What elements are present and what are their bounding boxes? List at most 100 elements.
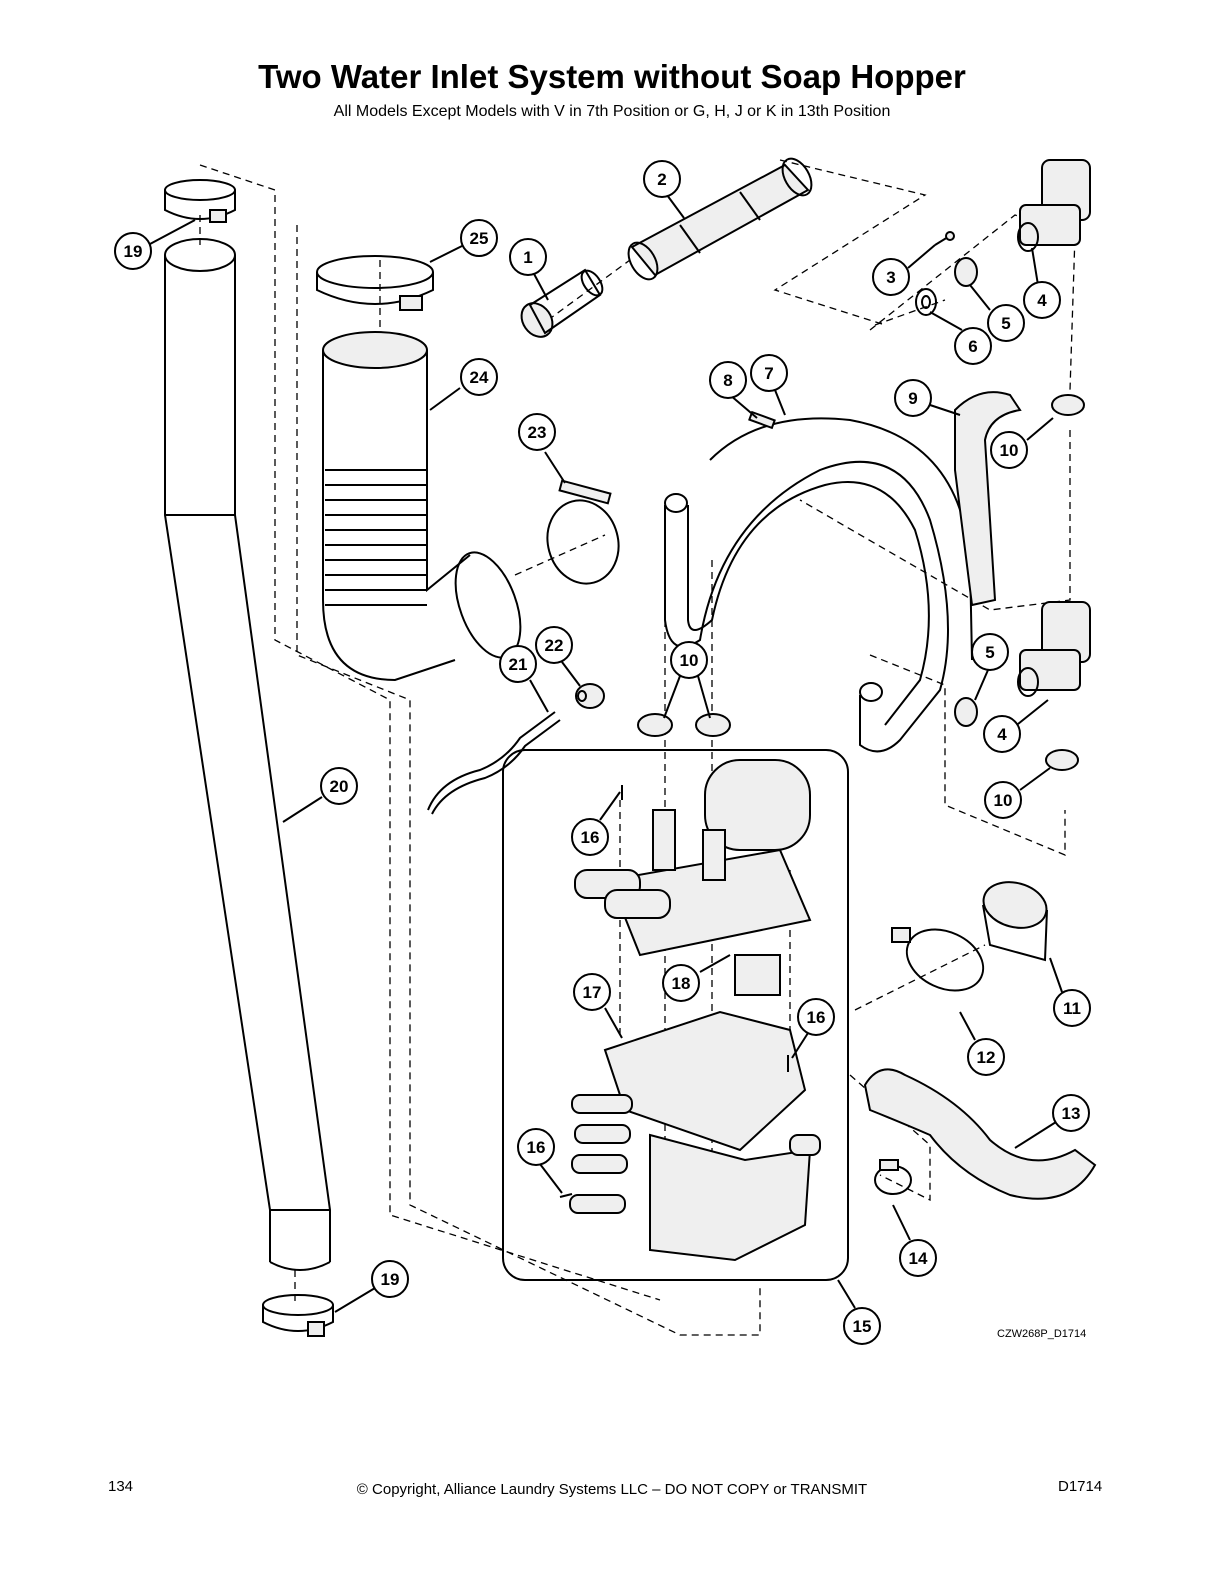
callout-10-c: 10 — [984, 781, 1022, 819]
svg-text:12: 12 — [977, 1048, 996, 1067]
coiled-hose-7 — [664, 417, 973, 753]
water-valve-4-top — [1017, 159, 1091, 252]
drain-hose-20 — [164, 238, 331, 1271]
svg-text:10: 10 — [680, 651, 699, 670]
svg-text:16: 16 — [581, 828, 600, 847]
svg-text:1: 1 — [523, 248, 532, 267]
drawing-code: CZW268P_D1714 — [997, 1328, 1087, 1340]
water-valve-4-bottom — [1017, 601, 1091, 697]
callout-8: 8 — [709, 361, 747, 399]
washer-6 — [915, 288, 937, 316]
hose-clamp-19-top — [164, 179, 236, 223]
callout-11: 11 — [1053, 989, 1091, 1027]
svg-text:21: 21 — [509, 655, 528, 674]
svg-text:6: 6 — [968, 337, 977, 356]
screw-16-c — [559, 1193, 573, 1198]
svg-text:10: 10 — [994, 791, 1013, 810]
callout-21: 21 — [499, 645, 537, 683]
svg-text:25: 25 — [470, 229, 489, 248]
assembly-box-15 — [502, 749, 849, 1281]
svg-text:23: 23 — [528, 423, 547, 442]
svg-text:5: 5 — [985, 643, 994, 662]
callout-5-top: 5 — [987, 304, 1025, 342]
document-id: D1714 — [1058, 1478, 1103, 1495]
elbow-hose-9 — [954, 391, 1022, 607]
callout-4-top: 4 — [1023, 281, 1061, 319]
callout-20: 20 — [320, 767, 358, 805]
callout-18: 18 — [662, 964, 700, 1002]
svg-text:16: 16 — [807, 1008, 826, 1027]
svg-text:24: 24 — [470, 368, 489, 387]
svg-text:4: 4 — [997, 725, 1007, 744]
svg-text:19: 19 — [381, 1270, 400, 1289]
clamp-10-a — [1051, 394, 1085, 416]
bellows-hose-24 — [322, 331, 522, 682]
manifold-cover-18 — [574, 759, 812, 996]
callout-16-a: 16 — [571, 818, 609, 856]
svg-text:17: 17 — [583, 983, 602, 1002]
callout-16-b: 16 — [797, 998, 835, 1036]
hose-clamp-19-bottom — [262, 1294, 334, 1337]
callout-10-b: 10 — [670, 641, 708, 679]
svg-text:7: 7 — [764, 364, 773, 383]
callout-10-a: 10 — [990, 431, 1028, 469]
callout-1: 1 — [509, 238, 547, 276]
clamp-10-b — [637, 713, 673, 737]
screw-3 — [934, 231, 955, 246]
clamp-12 — [891, 927, 985, 992]
grommet-22 — [575, 683, 605, 709]
callout-12: 12 — [967, 1038, 1005, 1076]
filter-5-bottom — [954, 697, 978, 727]
svg-text:15: 15 — [853, 1317, 872, 1336]
svg-text:4: 4 — [1037, 291, 1047, 310]
callout-25: 25 — [460, 219, 498, 257]
callout-19-top: 19 — [114, 232, 152, 270]
page-title: Two Water Inlet System without Soap Hopp… — [258, 58, 966, 95]
svg-text:3: 3 — [886, 268, 895, 287]
copyright-notice: © Copyright, Alliance Laundry Systems LL… — [356, 1481, 868, 1498]
svg-text:20: 20 — [330, 777, 349, 796]
drain-elbow-13 — [863, 1068, 1097, 1200]
page-number: 134 — [108, 1478, 134, 1495]
callout-15: 15 — [843, 1307, 881, 1345]
filter-5-top — [954, 257, 978, 287]
callout-23: 23 — [518, 413, 556, 451]
svg-text:19: 19 — [124, 242, 143, 261]
hose-clamp-25 — [316, 255, 434, 311]
coupling-11 — [982, 881, 1048, 962]
callout-22: 22 — [535, 626, 573, 664]
callout-14: 14 — [899, 1239, 937, 1277]
assembly-guides — [199, 159, 1076, 1336]
callout-16-c: 16 — [517, 1128, 555, 1166]
callout-9: 9 — [894, 379, 932, 417]
page-subtitle: All Models Except Models with V in 7th P… — [333, 103, 891, 120]
svg-text:18: 18 — [672, 974, 691, 993]
svg-text:5: 5 — [1001, 314, 1010, 333]
leader-lines — [149, 194, 1063, 1313]
callout-6: 6 — [954, 327, 992, 365]
hose-clamp-23 — [546, 479, 620, 585]
callout-19-bottom: 19 — [371, 1260, 409, 1298]
svg-text:2: 2 — [657, 170, 666, 189]
callout-13: 13 — [1052, 1094, 1090, 1132]
svg-text:11: 11 — [1063, 999, 1081, 1018]
svg-text:14: 14 — [909, 1249, 928, 1268]
callout-7: 7 — [750, 354, 788, 392]
callout-17: 17 — [573, 973, 611, 1011]
svg-text:8: 8 — [723, 371, 732, 390]
callout-2: 2 — [643, 160, 681, 198]
svg-text:16: 16 — [527, 1138, 546, 1157]
svg-text:13: 13 — [1062, 1104, 1081, 1123]
callout-4-bottom: 4 — [983, 715, 1021, 753]
dispenser-tub-17 — [569, 1010, 821, 1262]
callout-3: 3 — [872, 258, 910, 296]
clamp-14 — [874, 1159, 912, 1195]
svg-text:10: 10 — [1000, 441, 1019, 460]
callout-24: 24 — [460, 358, 498, 396]
fitting-1 — [520, 268, 604, 338]
tube-21 — [427, 711, 561, 815]
callout-5-bottom: 5 — [971, 633, 1009, 671]
callouts: 19 25 1 2 3 4 5 6 24 8 7 9 10 23 22 21 1… — [114, 160, 1091, 1345]
clamp-10-c — [695, 713, 731, 737]
